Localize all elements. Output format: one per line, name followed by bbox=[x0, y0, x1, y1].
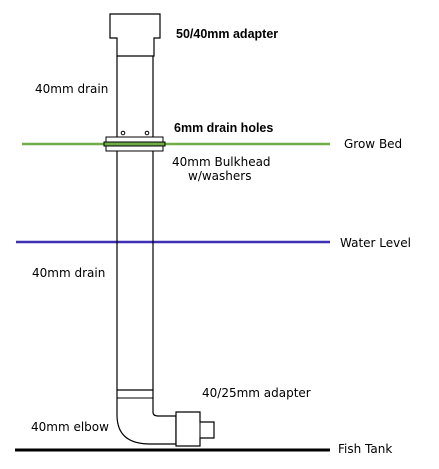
label-lower-drain: 40mm drain bbox=[32, 266, 105, 280]
top-adapter-shape bbox=[109, 13, 161, 57]
label-drain-holes: 6mm drain holes bbox=[174, 121, 273, 135]
drain-hole-left bbox=[120, 130, 126, 136]
label-top-adapter: 50/40mm adapter bbox=[176, 27, 278, 41]
drain-hole-right bbox=[144, 130, 150, 136]
label-bottom-adapter: 40/25mm adapter bbox=[202, 386, 311, 400]
label-bulkhead-line2: w/washers bbox=[188, 169, 251, 183]
bulkhead-upper-washer bbox=[105, 136, 164, 143]
label-bulkhead-line1: 40mm Bulkhead bbox=[172, 155, 271, 169]
bottom-adapter-shape bbox=[175, 411, 215, 447]
bulkhead-lower-washer bbox=[105, 145, 164, 152]
label-upper-drain: 40mm drain bbox=[35, 82, 108, 96]
label-grow-bed: Grow Bed bbox=[344, 137, 402, 151]
label-fish-tank: Fish Tank bbox=[338, 442, 392, 456]
bulkhead-band bbox=[103, 141, 166, 147]
label-elbow: 40mm elbow bbox=[31, 420, 109, 434]
drain-pipe-shape bbox=[116, 56, 154, 390]
label-water-level: Water Level bbox=[340, 236, 411, 250]
